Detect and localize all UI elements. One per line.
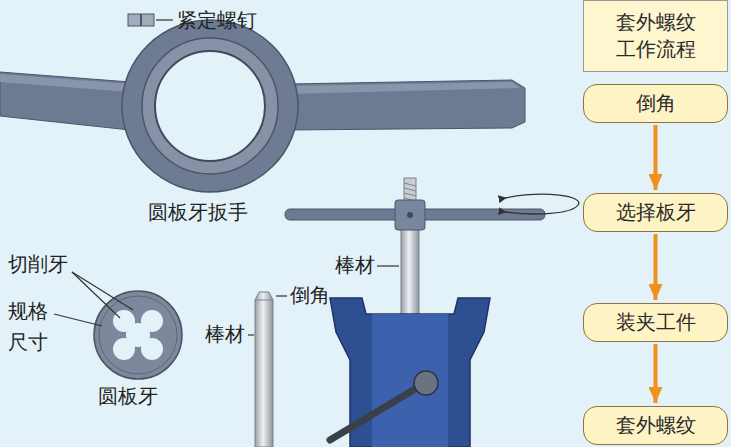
die-wrench xyxy=(0,14,525,192)
node-text: 套外螺纹 xyxy=(616,412,696,439)
flow-heading-box: 套外螺纹 工作流程 xyxy=(583,0,728,72)
leader-line xyxy=(156,19,173,20)
node-text: 倒角 xyxy=(636,90,676,117)
process-box: 倒角 xyxy=(583,84,728,123)
part-label: 切削牙 xyxy=(8,252,68,277)
flow-arrow xyxy=(654,234,658,300)
part-label: 棒材 xyxy=(335,253,375,278)
flow-arrow xyxy=(654,125,658,190)
process-box: 装夹工件 xyxy=(583,303,728,342)
caption-label: 圆板牙扳手 xyxy=(148,200,248,225)
process-box: 套外螺纹 xyxy=(583,406,728,445)
node-text: 装夹工件 xyxy=(616,309,696,336)
node-text: 套外螺纹 工作流程 xyxy=(610,9,702,63)
flow-arrow xyxy=(654,344,658,403)
part-label: 棒材 xyxy=(205,322,245,347)
caption-label: 圆板牙 xyxy=(98,384,158,409)
bar-stock xyxy=(248,292,287,447)
process-box: 选择板牙 xyxy=(583,193,728,232)
part-label: 规格 尺寸 xyxy=(8,296,52,358)
round-die xyxy=(54,272,182,379)
part-label: 紧定螺钉 xyxy=(177,8,257,33)
vise-setup xyxy=(285,178,579,447)
part-label: 倒角 xyxy=(290,283,330,308)
node-text: 选择板牙 xyxy=(616,199,696,226)
